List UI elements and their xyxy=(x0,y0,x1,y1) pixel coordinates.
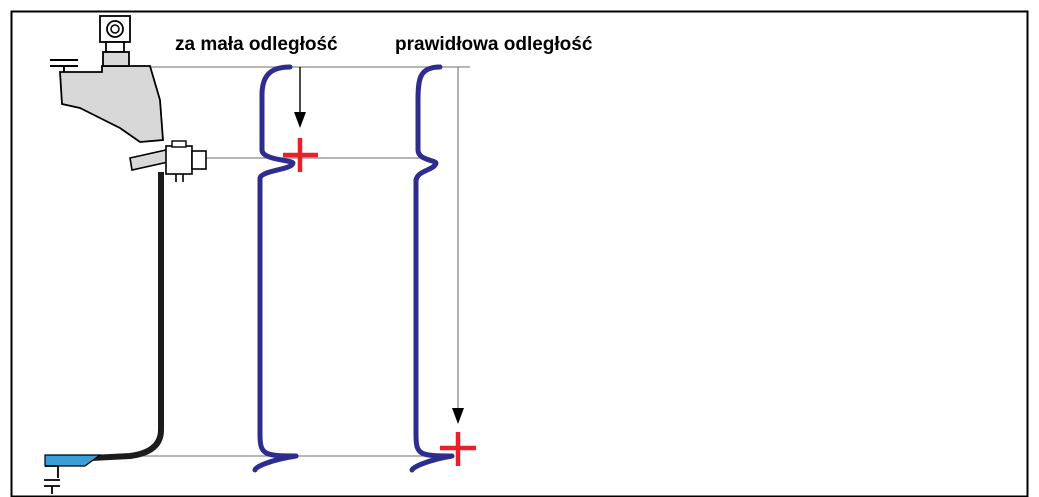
flange-bottom xyxy=(44,465,60,494)
marker-too-small xyxy=(283,138,318,172)
side-nozzle xyxy=(129,140,207,182)
label-correct: prawidłowa odległość xyxy=(395,34,593,55)
liquid-bottom xyxy=(44,454,102,467)
tank-body xyxy=(59,65,164,143)
label-too-small: za mała odległość xyxy=(175,34,338,55)
arrow-correct-head xyxy=(452,408,464,424)
probe-rope xyxy=(51,172,164,463)
distance-arrows xyxy=(294,67,464,424)
markers xyxy=(283,138,476,466)
tank-illustration xyxy=(44,15,207,494)
signal-curve-correct xyxy=(409,64,455,473)
signal-curve-too-small xyxy=(252,64,299,473)
arrow-too-small-head xyxy=(294,112,306,128)
transmitter-head xyxy=(99,15,131,67)
marker-correct xyxy=(440,432,476,466)
